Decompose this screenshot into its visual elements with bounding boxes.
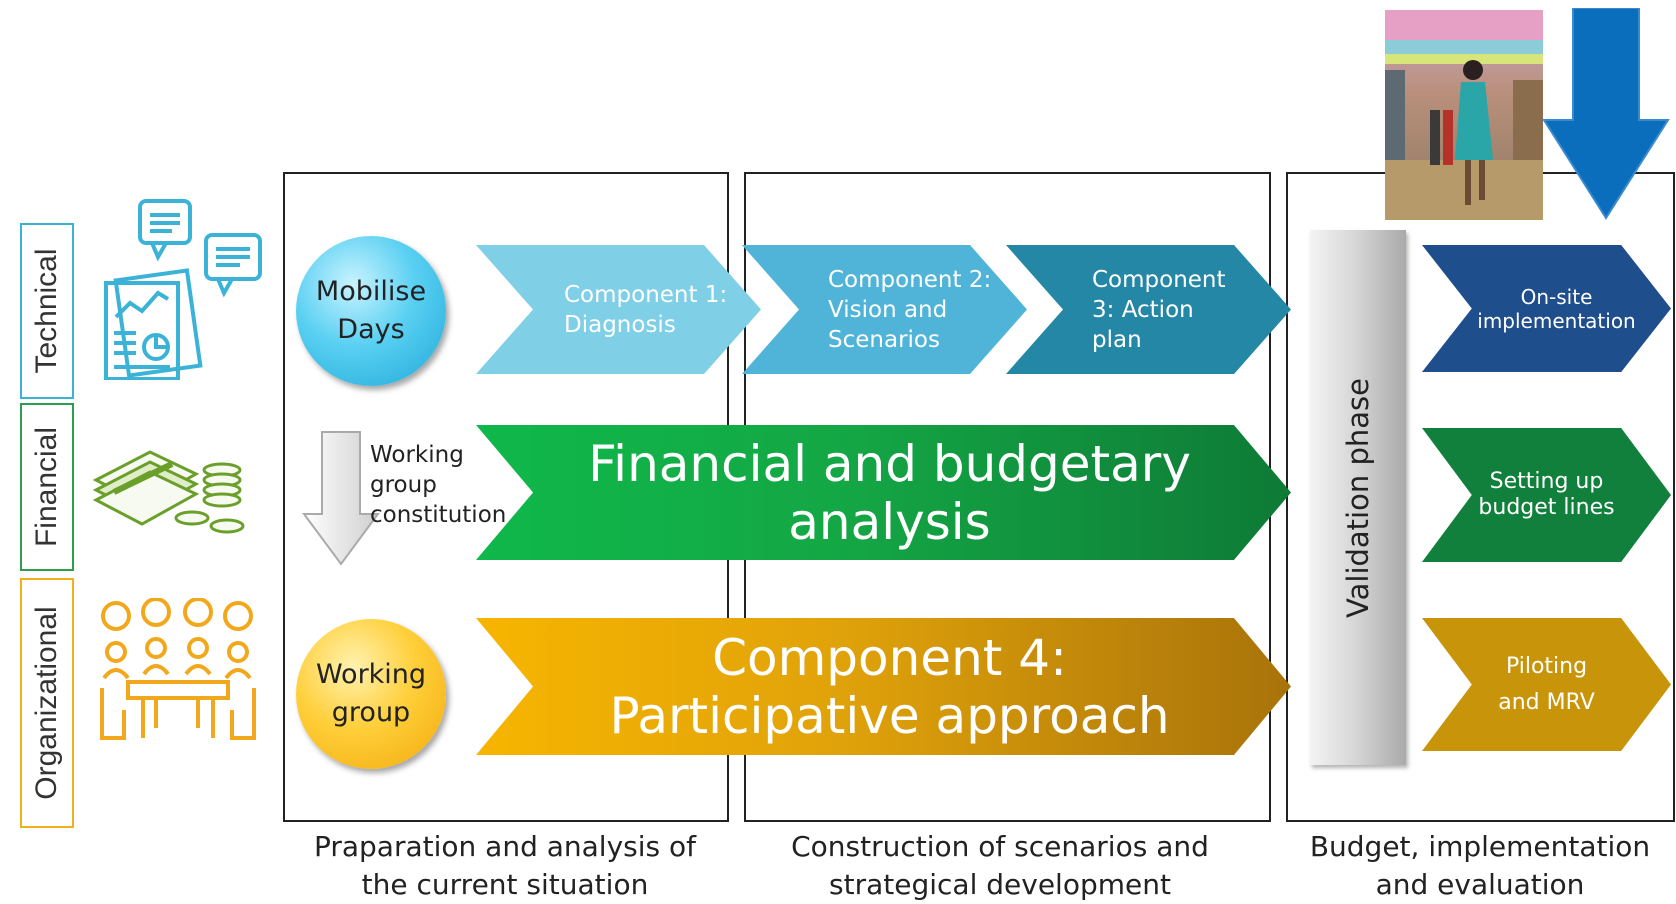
row-label-financial-text: Financial bbox=[30, 426, 63, 548]
component-3-label: Component 3: Action plan bbox=[1092, 266, 1226, 353]
component-2-label: Component 2: Vision and Scenarios bbox=[828, 266, 992, 353]
validation-phase-bar: Validation phase bbox=[1310, 230, 1406, 765]
money-icon bbox=[92, 450, 245, 534]
working-group-circle: Working group bbox=[296, 619, 446, 769]
row-label-technical-text: Technical bbox=[30, 248, 63, 374]
mobilise-days-label: Mobilise Days bbox=[315, 276, 427, 345]
component-4-title: Component 4: bbox=[712, 628, 1067, 687]
caption-phase-2: Construction of scenarios and strategica… bbox=[791, 830, 1209, 901]
row-label-technical: Technical bbox=[20, 223, 74, 399]
component-4-subtitle: Participative approach bbox=[609, 686, 1170, 745]
financial-analysis-label: Financial and budgetary analysis bbox=[588, 434, 1191, 551]
row-label-financial: Financial bbox=[20, 403, 74, 571]
validation-phase-label: Validation phase bbox=[1341, 377, 1375, 618]
financial-analysis-chevron: Financial and budgetary analysis bbox=[476, 425, 1291, 560]
mobilise-days-circle: Mobilise Days bbox=[296, 236, 446, 386]
component-1-label: Component 1: Diagnosis bbox=[564, 281, 728, 338]
caption-phase-3: Budget, implementation and evaluation bbox=[1309, 830, 1651, 901]
caption-phase-1: Praparation and analysis of the current … bbox=[313, 830, 697, 901]
technical-report-icon bbox=[104, 199, 262, 380]
working-group-label: Working group bbox=[315, 659, 427, 728]
working-group-constitution-text: Working group constitution bbox=[370, 442, 507, 528]
budget-lines-label: Setting up budget lines bbox=[1478, 469, 1615, 520]
street-photo bbox=[1385, 10, 1543, 220]
onsite-implementation-label: On-site implementation bbox=[1477, 284, 1636, 333]
team-meeting-icon bbox=[100, 598, 256, 740]
row-label-organizational: Organizational bbox=[20, 578, 74, 828]
component-4-chevron: Component 4: Participative approach bbox=[476, 618, 1291, 755]
piloting-label: Piloting and MRV bbox=[1498, 653, 1595, 715]
row-label-organizational-text: Organizational bbox=[30, 606, 63, 800]
down-arrow-icon bbox=[1542, 8, 1670, 220]
constitution-down-arrow bbox=[302, 431, 380, 566]
